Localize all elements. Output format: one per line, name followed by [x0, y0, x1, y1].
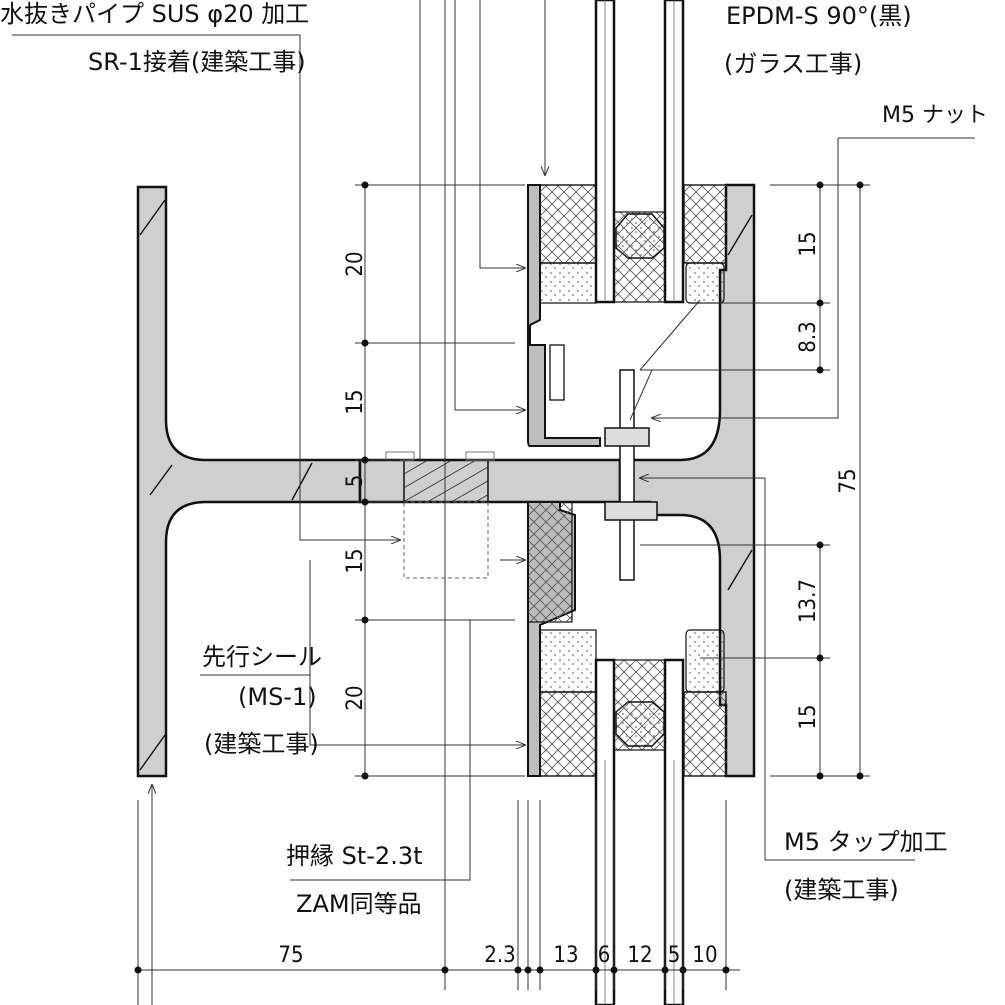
drain-pipe — [385, 451, 495, 579]
glass-lower — [594, 658, 685, 1005]
press-edge-label: 押縁 St-2.3t — [286, 842, 423, 870]
dim-bottom-6: 6 — [598, 943, 611, 968]
nut-label: M5 ナット — [882, 103, 988, 128]
dim-right-75: 75 — [836, 468, 861, 493]
m5-bolt — [619, 369, 635, 581]
dim-bottom-75: 75 — [278, 943, 303, 968]
dimension-lines — [12, 0, 975, 1005]
dim-right-15-top: 15 — [796, 231, 821, 256]
dim-left-20-top: 20 — [343, 251, 368, 276]
dim-left-15-bottom: 15 — [343, 548, 368, 573]
drain-pipe-note: SR-1接着(建築工事) — [88, 48, 306, 76]
pre-seal-note: (建築工事) — [204, 730, 319, 758]
tap-note: (建築工事) — [784, 876, 899, 904]
gasket-label: EPDM-S 90°(黒) — [726, 2, 912, 30]
h-beam-flange — [358, 458, 622, 504]
upper-setting-block — [539, 184, 597, 264]
dim-right-15-bottom: 15 — [796, 704, 821, 729]
annotation-labels: 水抜きパイプ SUS φ20 加工 SR-1接着(建築工事) EPDM-S 90… — [0, 0, 988, 918]
pre-seal-label: 先行シール — [202, 643, 322, 671]
dimension-labels: 20 15 5 15 20 15 8.3 75 13.7 15 75 2.3 1… — [278, 231, 861, 968]
frame-section — [527, 183, 756, 778]
drain-pipe-label: 水抜きパイプ SUS φ20 加工 — [0, 0, 309, 28]
lower-setting-block — [539, 691, 597, 777]
dim-right-8-3: 8.3 — [796, 321, 821, 352]
dim-right-13-7: 13.7 — [796, 579, 821, 623]
gasket-note: (ガラス工事) — [724, 50, 862, 78]
dim-bottom-12: 12 — [627, 943, 652, 968]
dim-bottom-13: 13 — [553, 943, 578, 968]
dim-left-15-top: 15 — [343, 389, 368, 414]
pre-seal — [527, 501, 573, 623]
dimension-ticks — [134, 181, 864, 974]
press-edge-upper — [527, 184, 601, 447]
dim-bottom-10: 10 — [692, 943, 717, 968]
glass-upper — [594, 0, 685, 304]
tap-label: M5 タップ加工 — [784, 828, 948, 856]
dim-bottom-2-3: 2.3 — [484, 943, 515, 968]
dim-left-5: 5 — [343, 475, 368, 488]
press-edge-note: ZAM同等品 — [296, 890, 422, 918]
pre-seal-code: (MS-1) — [238, 683, 317, 711]
m5-nut — [604, 427, 650, 447]
dim-left-20-bottom: 20 — [343, 685, 368, 710]
dim-bottom-5: 5 — [668, 943, 681, 968]
